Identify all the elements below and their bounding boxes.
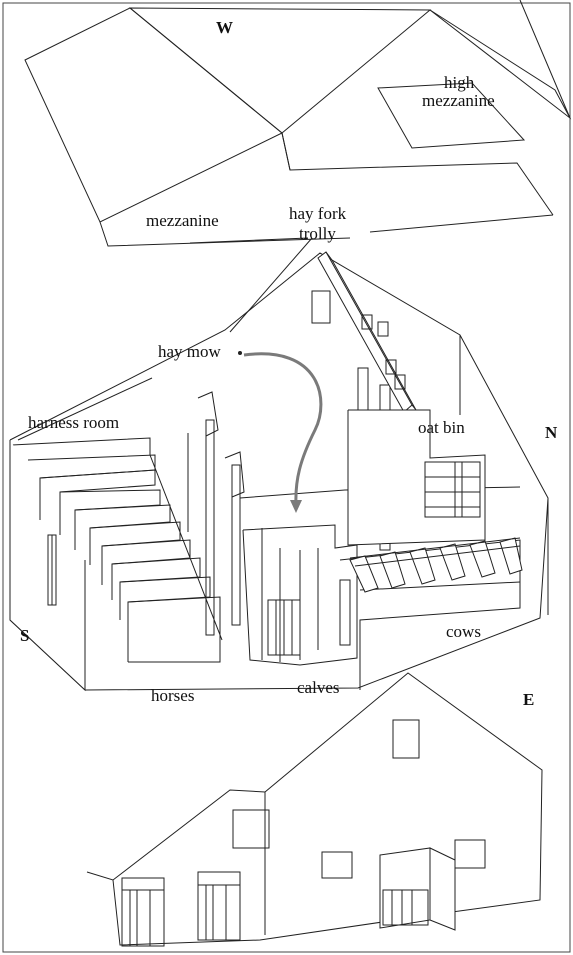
hay-mow-arrowhead: [290, 500, 302, 513]
gable-window: [392, 719, 420, 759]
harness-room-label: harness room: [28, 413, 119, 432]
cows-label: cows: [446, 622, 481, 641]
calves-label: calves: [297, 678, 339, 697]
hayfork-label-line2: trolly: [299, 224, 336, 243]
compass-east: E: [523, 690, 534, 709]
harness-room-leader: [17, 377, 153, 441]
loft-window: [232, 809, 270, 849]
oat-bin-label: oat bin: [418, 418, 465, 437]
barn-interior: [9, 237, 549, 692]
stanchions: [349, 537, 523, 593]
mezzanine-divider: [189, 237, 309, 244]
high-mezzanine-label-line1: high: [444, 73, 475, 92]
high-mezzanine-label-line2: mezzanine: [422, 91, 495, 110]
compass-north: N: [545, 423, 558, 442]
horses-label: horses: [151, 686, 194, 705]
high-mezzanine-outline: [377, 82, 526, 149]
hayfork-leader: [229, 237, 313, 333]
hay-mow-marker: [238, 351, 242, 355]
compass-west: W: [216, 18, 233, 37]
compass-south: S: [20, 626, 29, 645]
barn-exterior: [86, 672, 543, 947]
horse-door-2: [197, 871, 241, 941]
cow-door: [379, 847, 431, 929]
hay-mow-arrow: [243, 352, 323, 506]
horse-door-1: [121, 877, 165, 947]
hay-mow-label: hay mow: [158, 342, 222, 361]
hayfork-label-line1: hay fork: [289, 204, 347, 223]
roof-level: [24, 0, 572, 247]
mezzanine-label: mezzanine: [146, 211, 219, 230]
